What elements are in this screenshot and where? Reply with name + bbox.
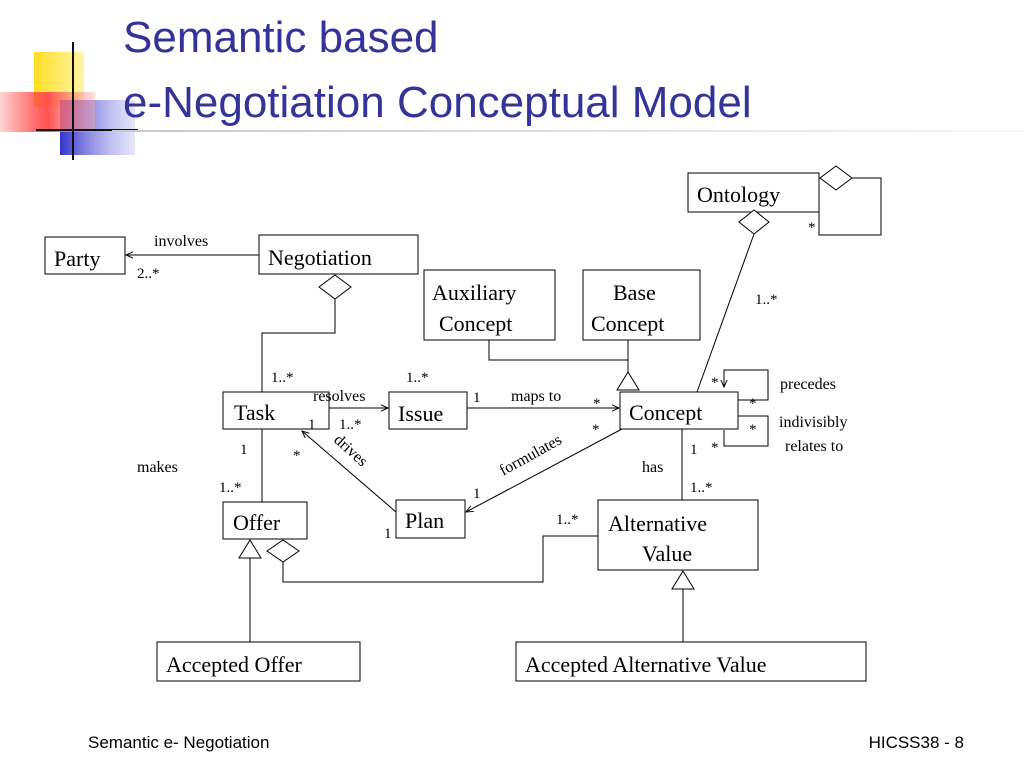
mult-concept-precedes-out: *: [749, 396, 757, 412]
mult-issue-top: 1..*: [406, 370, 429, 386]
mult-offer-alt: 1..*: [556, 512, 579, 528]
relation-label-has: has: [642, 459, 663, 476]
mult-task-resolves: 1: [308, 417, 316, 433]
accepted-offer-label: Accepted Offer: [166, 652, 302, 677]
relation-label-relates-line-1: indivisibly: [779, 414, 847, 431]
accepted-alternative-value-label: Accepted Alternative Value: [525, 652, 767, 677]
relation-label-resolves: resolves: [313, 388, 365, 405]
mult-concept-mapsto: *: [593, 396, 601, 412]
footer-left-text: Semantic e- Negotiation: [88, 733, 270, 752]
class-box-accepted-offer: Accepted Offer: [156, 641, 361, 682]
relation-label-maps-to: maps to: [511, 388, 561, 405]
precedes-self-association: [724, 369, 769, 401]
mult-issue-mapsto: 1: [473, 390, 481, 406]
relation-label-formulates: formulates: [497, 431, 565, 479]
class-box-offer: Offer: [222, 501, 308, 540]
relation-label-precedes: precedes: [780, 376, 836, 393]
class-box-base-concept: Base Concept: [582, 269, 701, 341]
party-label: Party: [54, 246, 100, 271]
task-label: Task: [234, 400, 275, 425]
class-box-accepted-alternative-value: Accepted Alternative Value: [515, 641, 867, 682]
class-box-negotiation: Negotiation: [258, 234, 419, 275]
plan-label: Plan: [405, 508, 444, 533]
mult-offer-makes: 1..*: [219, 480, 242, 496]
offer-label: Offer: [233, 510, 281, 535]
negotiation-label: Negotiation: [268, 245, 372, 270]
negotiation-task-aggregation: [261, 274, 352, 392]
mult-concept-precedes-in: *: [711, 375, 719, 391]
mult-task-negotiation: 1..*: [271, 370, 294, 386]
relation-label-drives: drives: [330, 431, 370, 470]
issue-label: Issue: [398, 401, 443, 426]
class-box-auxiliary-concept: Auxiliary Concept: [423, 269, 556, 341]
title-decoration: [0, 42, 138, 160]
mult-concept-formulates: *: [592, 422, 600, 438]
relation-label-relates-line-2: relates to: [785, 438, 843, 455]
slide-title-line-1: Semantic based: [123, 13, 439, 62]
mult-party-involves: 2..*: [137, 266, 160, 282]
drives-arrow: [302, 431, 397, 513]
ontology-label: Ontology: [697, 182, 780, 207]
class-box-concept: Concept: [619, 391, 739, 430]
base-concept-label-line-2: Concept: [591, 311, 664, 336]
mult-issue-resolves: 1..*: [339, 417, 362, 433]
class-box-plan: Plan: [395, 499, 466, 539]
concept-label: Concept: [629, 400, 702, 425]
ontology-self-aggregation: [818, 165, 882, 236]
mult-plan-drives: 1: [384, 526, 392, 542]
concept-generalization: [488, 340, 640, 391]
accepted-alternative-generalization: [671, 570, 695, 642]
mult-alt-has: 1..*: [690, 480, 713, 496]
class-box-issue: Issue: [388, 391, 468, 430]
formulates-arrow: [466, 428, 623, 512]
slide-title-line-2: e-Negotiation Conceptual Model: [123, 78, 752, 127]
relation-label-makes: makes: [137, 459, 178, 476]
ontology-concept-aggregation: [696, 209, 770, 393]
accepted-offer-generalization: [238, 539, 262, 642]
mult-ontology-self: *: [808, 220, 816, 236]
class-box-ontology: Ontology: [687, 172, 820, 213]
auxiliary-concept-label-line-1: Auxiliary: [432, 280, 516, 305]
auxiliary-concept-label-line-2: Concept: [439, 311, 512, 336]
relates-to-self-association: [723, 415, 769, 447]
base-concept-label-line-1: Base: [613, 280, 656, 305]
relation-label-involves: involves: [154, 233, 208, 250]
class-box-task: Task: [222, 391, 330, 430]
footer-page-number: HICSS38 - 8: [868, 733, 964, 752]
alternative-value-label-line-1: Alternative: [608, 511, 707, 536]
mult-ontology-concept: 1..*: [755, 292, 778, 308]
title-underline: [112, 130, 1024, 132]
mult-task-drives: *: [293, 448, 301, 464]
class-box-alternative-value: Alternative Value: [597, 499, 759, 571]
class-box-party: Party: [44, 236, 126, 275]
mult-concept-relates-in: *: [711, 440, 719, 456]
mult-concept-has: 1: [690, 442, 698, 458]
mult-plan-formulates: 1: [473, 486, 481, 502]
alternative-value-label-line-2: Value: [642, 541, 692, 566]
mult-concept-relates-out: *: [749, 422, 757, 438]
mult-task-makes: 1: [240, 442, 248, 458]
deco-red-bar: [0, 92, 95, 132]
offer-alternative-aggregation: [266, 535, 598, 583]
